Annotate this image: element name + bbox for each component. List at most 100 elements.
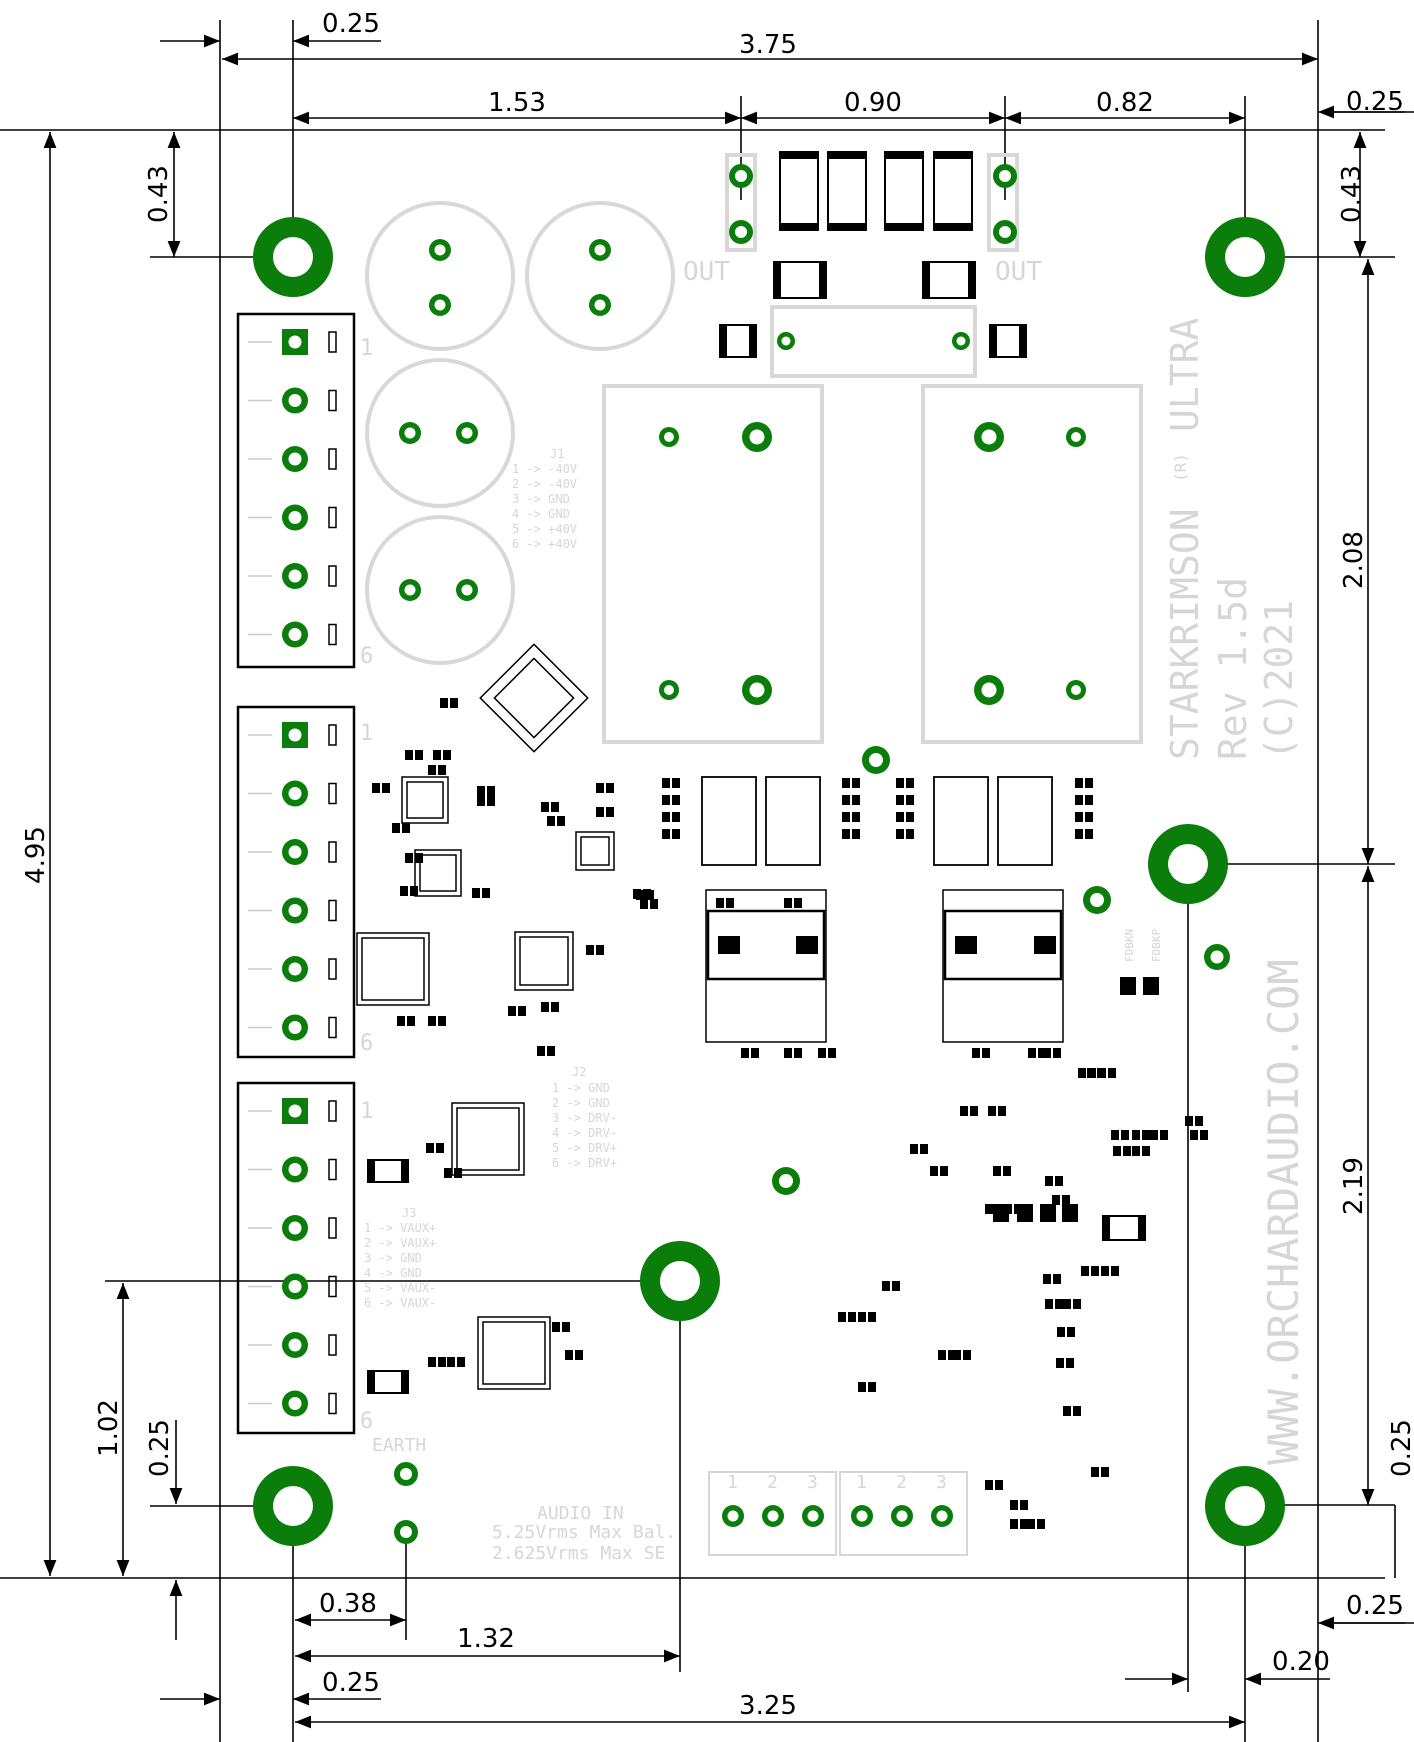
smd-pad (1057, 1327, 1065, 1337)
smd-terminal (819, 262, 826, 298)
smd-pad (1063, 1406, 1071, 1416)
drill-hole (288, 452, 302, 466)
ic-body (419, 854, 457, 892)
smd-pad (1085, 829, 1093, 839)
smd-pad (1017, 1204, 1033, 1222)
smd-pad (1037, 1519, 1045, 1529)
website-label: WWW.ORCHARDAUDIO.COM (1259, 959, 1308, 1465)
smd-component (719, 324, 757, 358)
smd-pad (726, 898, 734, 908)
smd-pad (415, 750, 423, 760)
mounting-hole (253, 1466, 333, 1546)
copyright-label: (C)2021 (1257, 600, 1301, 760)
smd-pad (906, 812, 914, 822)
smd-pad (405, 750, 413, 760)
smd-pad (672, 795, 680, 805)
drill-hole (288, 1280, 302, 1293)
pin-marker (328, 841, 337, 863)
smd-pad (794, 1048, 802, 1058)
smd-pad (382, 783, 390, 793)
smd-pad (477, 786, 485, 796)
smd-pad (858, 1382, 866, 1392)
fdbkp-label: FDBKP (1150, 929, 1163, 962)
smd-pad (1003, 1166, 1011, 1176)
smd-pad (552, 1322, 560, 1332)
dim-top-left-offset: 0.25 (322, 9, 380, 39)
j3-pin-line: 4 -> GND (364, 1266, 422, 1280)
drill-hole (288, 1397, 302, 1410)
smd-component (989, 324, 1027, 358)
ic-body (456, 1107, 520, 1171)
smd-pad (868, 1382, 876, 1392)
mounting-hole (253, 217, 333, 297)
j2-pin-line: 2 -> GND (552, 1096, 610, 1110)
smd-pad (1195, 1116, 1203, 1126)
j3-pin-line: 6 -> VAUX- (364, 1296, 436, 1310)
smd-pad (842, 795, 850, 805)
smd-pad (1075, 812, 1083, 822)
smd-pad (1098, 1068, 1106, 1078)
j3-pin-line: 1 -> VAUX+ (364, 1221, 436, 1235)
smd-terminal (1103, 1216, 1110, 1240)
j1-pin-line: 2 -> -40V (512, 477, 577, 491)
pin-marker (328, 1334, 337, 1356)
smd-pad (892, 1281, 900, 1291)
pin-marker (328, 506, 337, 529)
transistor-outline (997, 776, 1053, 866)
smd-pad (436, 1143, 444, 1153)
terminal-number: 1 (727, 1472, 738, 1493)
smd-pad (953, 1350, 961, 1360)
drill-hole (781, 336, 791, 346)
smd-pad (828, 1048, 836, 1058)
smd-pad (985, 1480, 993, 1490)
drill-hole (434, 244, 446, 256)
drill-hole (869, 753, 883, 767)
smd-pad (541, 1002, 549, 1012)
smd-pad (1108, 1068, 1116, 1078)
terminal-number: 2 (767, 1472, 778, 1493)
terminal-number: 3 (807, 1472, 818, 1493)
smd-pad (938, 1350, 946, 1360)
smd-pads (356, 151, 1208, 1529)
smd-pad (1034, 936, 1056, 954)
drill-hole (594, 244, 606, 256)
smd-pad (472, 888, 480, 898)
smd-terminal (774, 262, 781, 298)
pin-marker (328, 448, 337, 470)
smd-pad (896, 795, 904, 805)
smd-pad (1040, 1204, 1056, 1222)
smd-body (933, 151, 973, 231)
drill-hole (735, 226, 747, 238)
dim-left-bottom: 0.25 (145, 1419, 175, 1477)
j1-pin-line: 4 -> GND (512, 507, 570, 521)
smd-terminal (885, 152, 923, 159)
smd-pad (1075, 829, 1083, 839)
drill-hole (749, 682, 765, 698)
smd-pad (906, 778, 914, 788)
smd-terminal (368, 1371, 375, 1393)
smd-pad (960, 1106, 968, 1116)
dim-right-bottom: 0.25 (1387, 1419, 1414, 1477)
smd-pad (596, 807, 604, 817)
smd-pad (955, 936, 977, 954)
dim-top-seg-3: 0.82 (1096, 88, 1154, 118)
drill-hole (735, 170, 747, 182)
ic-body (706, 909, 826, 981)
smd-pad (482, 888, 490, 898)
smd-pad (972, 1048, 980, 1058)
smd-pad (1081, 1266, 1089, 1276)
smd-pad (596, 945, 604, 955)
smd-pad (633, 889, 641, 899)
pin-marker (328, 565, 337, 587)
smd-pad (662, 812, 670, 822)
j1-title: J1 (550, 447, 564, 461)
drill-hole (956, 336, 966, 346)
smd-terminal (780, 152, 818, 159)
j1-pin-line: 5 -> +40V (512, 522, 577, 536)
smd-pad (1120, 977, 1136, 995)
smd-pad (1121, 1130, 1129, 1140)
pin-marker (328, 1392, 337, 1415)
smd-pad (1160, 1130, 1168, 1140)
smd-pad (1056, 1358, 1064, 1368)
drill-hole (1071, 432, 1081, 442)
